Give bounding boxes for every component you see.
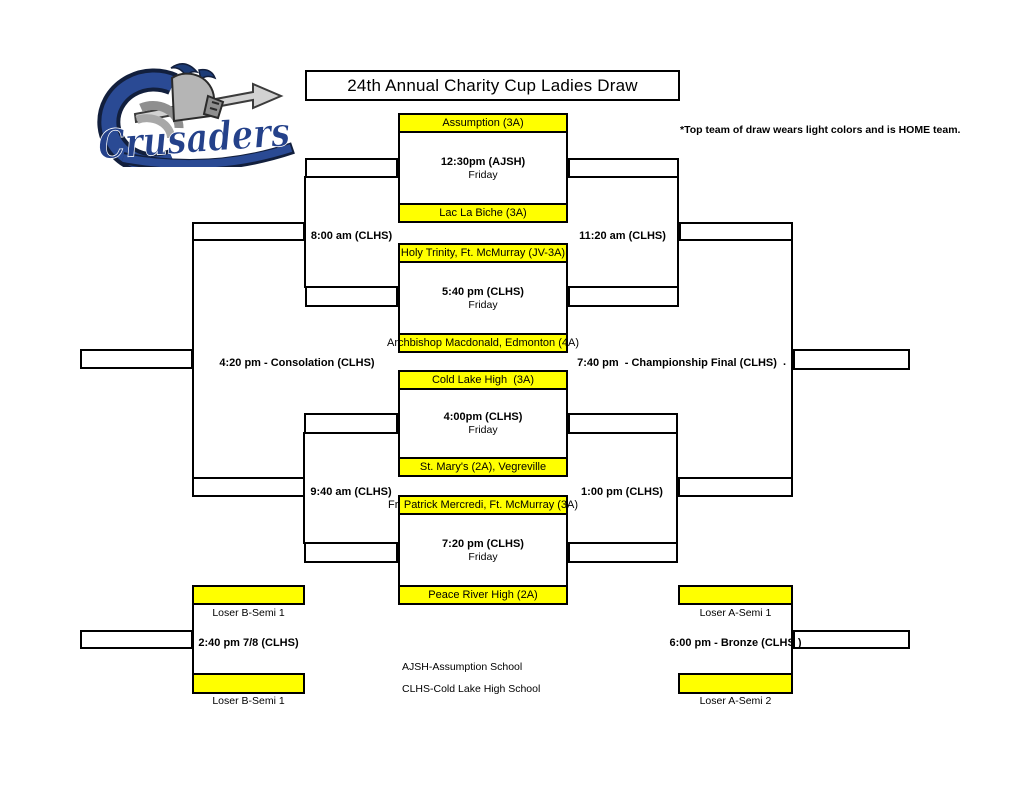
logo-tail-swoosh	[122, 144, 293, 167]
bronze-winner-slot	[793, 630, 910, 649]
placement-label: Loser B-Semi 1	[212, 607, 285, 619]
placement-label: Loser A-Semi 1	[699, 607, 772, 619]
bracket-line	[677, 176, 679, 288]
armor-coil	[135, 114, 175, 139]
team-slot-bottom: Archbishop Macdonald, Edmonton (4A)	[387, 333, 579, 353]
game-info: 5:40 pm (CLHS) Friday	[398, 263, 568, 333]
bracket-line	[303, 432, 305, 544]
game-4: Fr. Patrick Mercredi, Ft. McMurray (3A) …	[388, 495, 578, 605]
legend-ajsh: AJSH-Assumption School	[402, 661, 523, 673]
team-slot-bottom: St. Mary's (2A), Vegreville	[398, 457, 568, 477]
home-team-note: *Top team of draw wears light colors and…	[680, 124, 961, 136]
bracket-slot	[568, 158, 679, 178]
bracket-line	[791, 603, 793, 675]
helmet-plume	[170, 63, 200, 81]
bracket-slot	[305, 286, 398, 307]
game-2: Holy Trinity, Ft. McMurray (JV-3A) 5:40 …	[387, 243, 579, 353]
semi-time-right-bottom: 1:00 pm (CLHS)	[581, 486, 663, 498]
game-day: Friday	[468, 550, 498, 563]
seventh-eighth-label: 2:40 pm 7/8 (CLHS)	[198, 637, 299, 649]
tournament-title: 24th Annual Charity Cup Ladies Draw	[305, 70, 680, 101]
game-day: Friday	[468, 424, 498, 436]
visor-slit	[209, 107, 218, 111]
bracket-line	[304, 176, 306, 288]
bracket-slot	[568, 413, 678, 434]
game-1: Assumption (3A) 12:30pm (AJSH) Friday La…	[398, 113, 568, 223]
game-info: 7:20 pm (CLHS) Friday	[398, 515, 568, 585]
championship-final-label: 7:40 pm - Championship Final (CLHS)	[577, 357, 777, 369]
game-3: Cold Lake High (3A) 4:00pm (CLHS) Friday…	[398, 370, 568, 477]
bracket-slot	[304, 542, 398, 563]
bracket-slot	[568, 286, 679, 307]
bracket-line	[192, 240, 194, 478]
game-info: 12:30pm (AJSH) Friday	[398, 133, 568, 203]
bracket-slot	[304, 413, 398, 434]
champion-slot	[793, 349, 910, 370]
bracket-line	[192, 603, 194, 675]
consolation-final-label: 4:20 pm - Consolation (CLHS)	[219, 357, 375, 369]
legend-clhs: CLHS-Cold Lake High School	[402, 683, 541, 695]
game-day: Friday	[468, 168, 498, 181]
semi-time-left-bottom: 9:40 am (CLHS)	[310, 486, 392, 498]
crusaders-logo: Crusaders	[96, 63, 295, 167]
team-slot-top: Fr. Patrick Mercredi, Ft. McMurray (3A)	[388, 495, 578, 515]
bracket-slot	[679, 222, 793, 241]
helmet-visor	[202, 94, 225, 120]
game-day: Friday	[468, 298, 498, 311]
bracket-line	[676, 432, 678, 544]
bracket-slot	[192, 477, 305, 497]
crusaders-wordmark: Crusaders	[97, 108, 292, 167]
game-time: 4:00pm (CLHS)	[443, 411, 523, 423]
seventh-eighth-winner-slot	[80, 630, 193, 649]
placement-team-slot	[192, 585, 305, 605]
bracket-slot	[192, 222, 305, 241]
team-slot-top: Cold Lake High (3A)	[398, 370, 568, 390]
game-time: 7:20 pm (CLHS)	[442, 537, 524, 550]
game-info: 4:00pm (CLHS) Friday	[398, 390, 568, 457]
visor-slit	[211, 101, 220, 105]
semi-time-left-top: 8:00 am (CLHS)	[310, 230, 393, 242]
team-slot-top: Holy Trinity, Ft. McMurray (JV-3A)	[398, 243, 568, 263]
team-slot-bottom: Lac La Biche (3A)	[398, 203, 568, 223]
semi-time-right-top: 11:20 am (CLHS)	[579, 230, 666, 242]
consolation-winner-slot	[80, 349, 193, 369]
team-slot-bottom: Peace River High (2A)	[398, 585, 568, 605]
bracket-line	[791, 240, 793, 478]
bracket-slot	[305, 158, 398, 178]
armor-coil	[139, 101, 184, 129]
game-time: 12:30pm (AJSH)	[440, 155, 526, 168]
bracket-slot	[568, 542, 678, 563]
placement-label: Loser A-Semi 2	[699, 695, 772, 707]
bronze-label: 6:00 pm - Bronze (CLHS )	[669, 637, 802, 649]
bracket-slot	[678, 477, 793, 497]
placement-team-slot	[678, 673, 793, 694]
game-time: 5:40 pm (CLHS)	[442, 285, 524, 298]
placement-label: Loser B-Semi 1	[212, 695, 285, 707]
team-slot-top: Assumption (3A)	[398, 113, 568, 133]
championship-label-dot: .	[783, 356, 787, 368]
placement-team-slot	[678, 585, 793, 605]
placement-team-slot	[192, 673, 305, 694]
